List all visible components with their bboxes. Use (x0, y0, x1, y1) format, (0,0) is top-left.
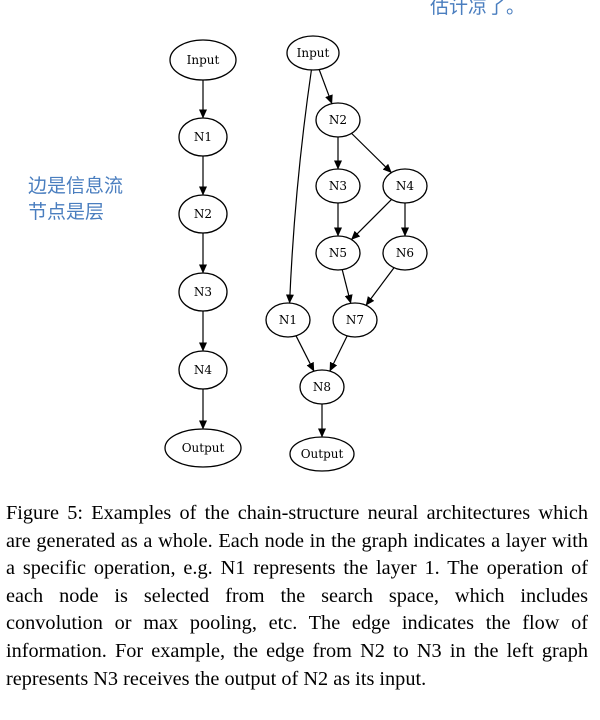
right-node-n6: N6 (382, 235, 428, 271)
right-node-output-label: Output (301, 447, 344, 461)
left-node-output-label: Output (182, 441, 225, 455)
left-node-n4-ellipse (178, 350, 228, 390)
right-node-n1: N1 (265, 302, 311, 338)
right-edge-input-to-n1 (285, 69, 313, 304)
left-node-output-ellipse (164, 428, 242, 468)
left-node-n4-label: N4 (194, 363, 213, 377)
right-node-n1-ellipse (265, 302, 311, 338)
right-node-n7-ellipse (332, 302, 378, 338)
right-node-n5-ellipse (315, 235, 361, 271)
side-note-line-2: 节点是层 (28, 201, 105, 223)
right-edge-n7-to-n8 (329, 335, 348, 372)
right-node-n4-ellipse (382, 168, 428, 204)
right-edge-input-to-n2 (318, 69, 333, 105)
left-node-n1-ellipse (178, 117, 228, 157)
right-edge-n6-to-n7 (365, 267, 395, 306)
right-node-n5-label: N5 (329, 246, 347, 260)
right-node-n8: N8 (299, 369, 345, 405)
right-node-n7-label: N7 (346, 313, 364, 327)
right-node-input-label: Input (297, 46, 330, 60)
left-node-n3: N3 (178, 272, 228, 312)
right-node-n8-label: N8 (313, 380, 331, 394)
left-node-n3-label: N3 (194, 285, 212, 299)
right-edge-n1-to-n8 (295, 335, 315, 372)
right-node-n8-ellipse (299, 369, 345, 405)
left-node-input-ellipse (169, 39, 237, 81)
right-node-n2-ellipse (315, 102, 361, 138)
edges-layer (199, 69, 409, 438)
left-node-n2-label: N2 (194, 207, 212, 221)
left-node-n2-ellipse (178, 194, 228, 234)
right-node-n1-label: N1 (279, 313, 297, 327)
right-node-n7: N7 (332, 302, 378, 338)
left-node-n1-label: N1 (194, 130, 212, 144)
left-node-n2: N2 (178, 194, 228, 234)
left-node-n1: N1 (178, 117, 228, 157)
right-node-n2-label: N2 (329, 113, 347, 127)
right-node-n3-label: N3 (329, 179, 347, 193)
handwritten-annotation-top: 估计凉了。 (430, 0, 526, 18)
left-node-input: Input (169, 39, 237, 81)
left-node-output: Output (164, 428, 242, 468)
right-edge-n4-to-n5 (351, 199, 392, 240)
right-edge-n2-to-n4 (351, 132, 392, 174)
right-node-n4: N4 (382, 168, 428, 204)
right-node-n6-ellipse (382, 235, 428, 271)
right-node-input: Input (286, 35, 340, 71)
right-node-output-ellipse (289, 436, 355, 472)
right-node-n4-label: N4 (396, 179, 415, 193)
left-node-n3-ellipse (178, 272, 228, 312)
right-edge-n5-to-n7 (341, 269, 353, 304)
left-node-input-label: Input (187, 53, 220, 67)
figure-caption: Figure 5: Examples of the chain-structur… (6, 502, 588, 690)
left-node-n4: N4 (178, 350, 228, 390)
right-node-input-ellipse (286, 35, 340, 71)
right-node-n2: N2 (315, 102, 361, 138)
right-node-n3-ellipse (315, 168, 361, 204)
right-node-output: Output (289, 436, 355, 472)
side-note-line-1: 边是信息流 (28, 175, 124, 197)
right-node-n3: N3 (315, 168, 361, 204)
right-node-n5: N5 (315, 235, 361, 271)
handwritten-annotation-side: 边是信息流 节点是层 (28, 173, 123, 225)
right-node-n6-label: N6 (396, 246, 414, 260)
